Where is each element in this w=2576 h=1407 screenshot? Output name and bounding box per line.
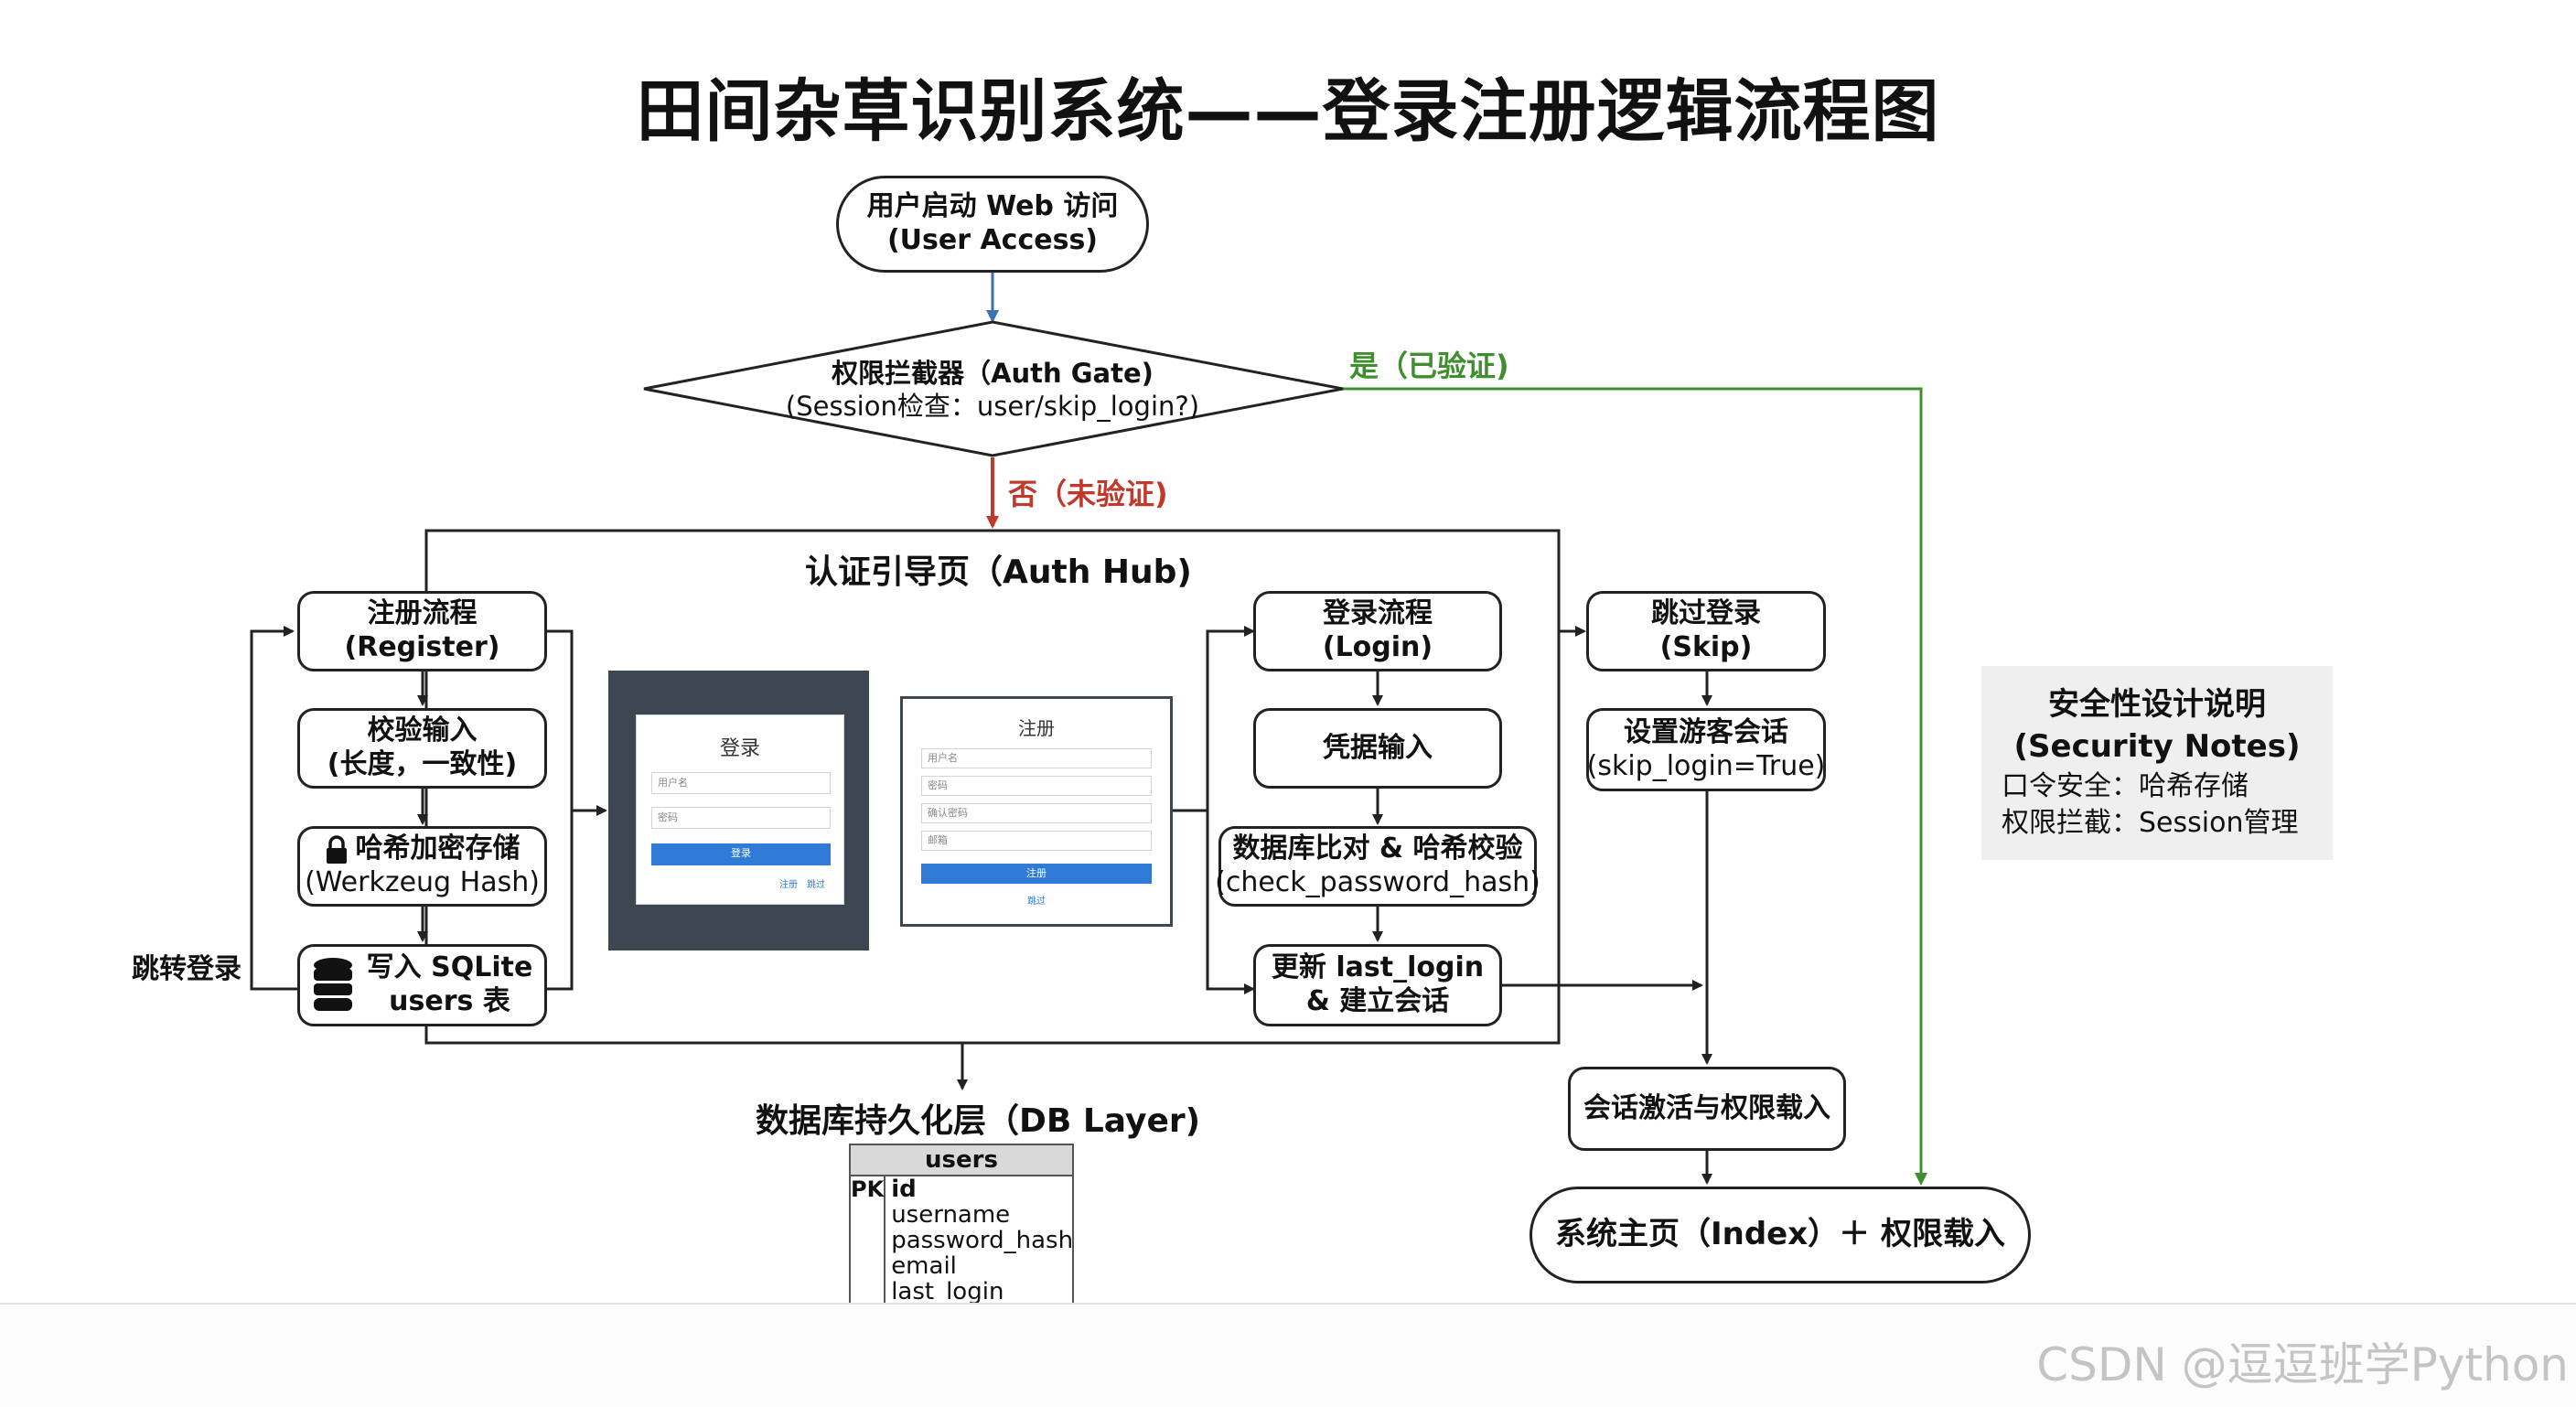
register-page-mock: 注册 用户名 密码 确认密码 邮箱 注册 跳过 — [900, 696, 1173, 927]
register-submit-button[interactable]: 注册 — [921, 864, 1152, 884]
register-password-field[interactable]: 密码 — [921, 776, 1152, 796]
start-node: 用户启动 Web 访问 (User Access) — [836, 176, 1149, 273]
column-last-login: last_login — [891, 1278, 1004, 1305]
register-email-field[interactable]: 邮箱 — [921, 831, 1152, 851]
register-skip-link[interactable]: 跳过 — [1027, 897, 1046, 907]
register-card-title: 注册 — [1018, 717, 1055, 739]
jump-login-label: 跳转登录 — [132, 953, 242, 985]
yes-label: 是（已验证) — [1349, 349, 1509, 383]
column-id: id — [891, 1176, 917, 1203]
column-email: email — [891, 1252, 957, 1280]
credential-input-node: 凭据输入 — [1253, 708, 1502, 789]
index-node: 系统主页（Index）＋ 权限载入 — [1530, 1187, 2031, 1283]
skip-header: 跳过登录 (Skip) — [1586, 591, 1826, 671]
db-compare-node: 数据库比对 & 哈希校验 (check_password_hash) — [1215, 826, 1540, 907]
security-notes-title: 安全性设计说明 — [2048, 686, 2266, 723]
auth-hub-title: 认证引导页（Auth Hub) — [805, 553, 1192, 591]
security-note-password: 口令安全：哈希存储 — [2002, 769, 2249, 802]
security-note-session: 权限拦截：Session管理 — [2002, 807, 2299, 840]
update-login-node: 更新 last_login & 建立会话 — [1253, 944, 1502, 1026]
login-page-mock: 登录 用户名 密码 登录 注册 跳过 — [608, 671, 869, 951]
auth-gate: 权限拦截器（Auth Gate) (Session检查：user/skip_lo… — [785, 358, 1200, 423]
guest-session-node: 设置游客会话 (skip_login=True) — [1586, 708, 1826, 791]
validate-input-node: 校验输入 (长度，一致性) — [297, 708, 547, 789]
register-username-field[interactable]: 用户名 — [921, 748, 1152, 768]
hash-store-node: 哈希加密存储 (Werkzeug Hash) — [297, 826, 547, 907]
login-header: 登录流程 (Login) — [1253, 591, 1502, 671]
login-card: 登录 用户名 密码 登录 注册 跳过 — [636, 714, 844, 905]
login-submit-button[interactable]: 登录 — [651, 843, 831, 865]
column-password-hash: password_hash — [891, 1227, 1074, 1254]
arrow-gate-yes — [1343, 387, 1927, 1186]
register-header: 注册流程 (Register) — [297, 591, 547, 671]
bottom-band — [0, 1303, 2576, 1407]
register-confirm-field[interactable]: 确认密码 — [921, 803, 1152, 823]
users-table: users PK id username password_hash email… — [849, 1144, 1074, 1310]
security-notes-subtitle: (Security Notes) — [2013, 727, 2301, 765]
login-card-title: 登录 — [719, 737, 760, 760]
session-activate-node: 会话激活与权限载入 — [1568, 1067, 1846, 1151]
pk-marker: PK — [851, 1176, 886, 1308]
watermark: CSDN @逗逗班学Python — [2036, 1338, 2569, 1391]
column-username: username — [891, 1201, 1011, 1229]
login-username-field[interactable]: 用户名 — [651, 772, 831, 794]
security-notes: 安全性设计说明 (Security Notes) 口令安全：哈希存储 权限拦截：… — [1981, 666, 2333, 860]
write-sqlite-node: 写入 SQLite users 表 — [297, 944, 547, 1026]
page-title: 田间杂草识别系统——登录注册逻辑流程图 — [636, 72, 1940, 151]
login-register-link[interactable]: 注册 — [779, 880, 798, 890]
auth-gate-shape — [643, 320, 1344, 457]
no-label: 否（未验证) — [1008, 477, 1168, 511]
login-skip-link[interactable]: 跳过 — [807, 880, 825, 890]
users-table-header: users — [851, 1145, 1072, 1176]
lock-icon — [326, 834, 347, 864]
database-icon — [313, 958, 352, 1011]
db-layer-title: 数据库持久化层（DB Layer) — [756, 1102, 1201, 1140]
login-password-field[interactable]: 密码 — [651, 807, 831, 829]
